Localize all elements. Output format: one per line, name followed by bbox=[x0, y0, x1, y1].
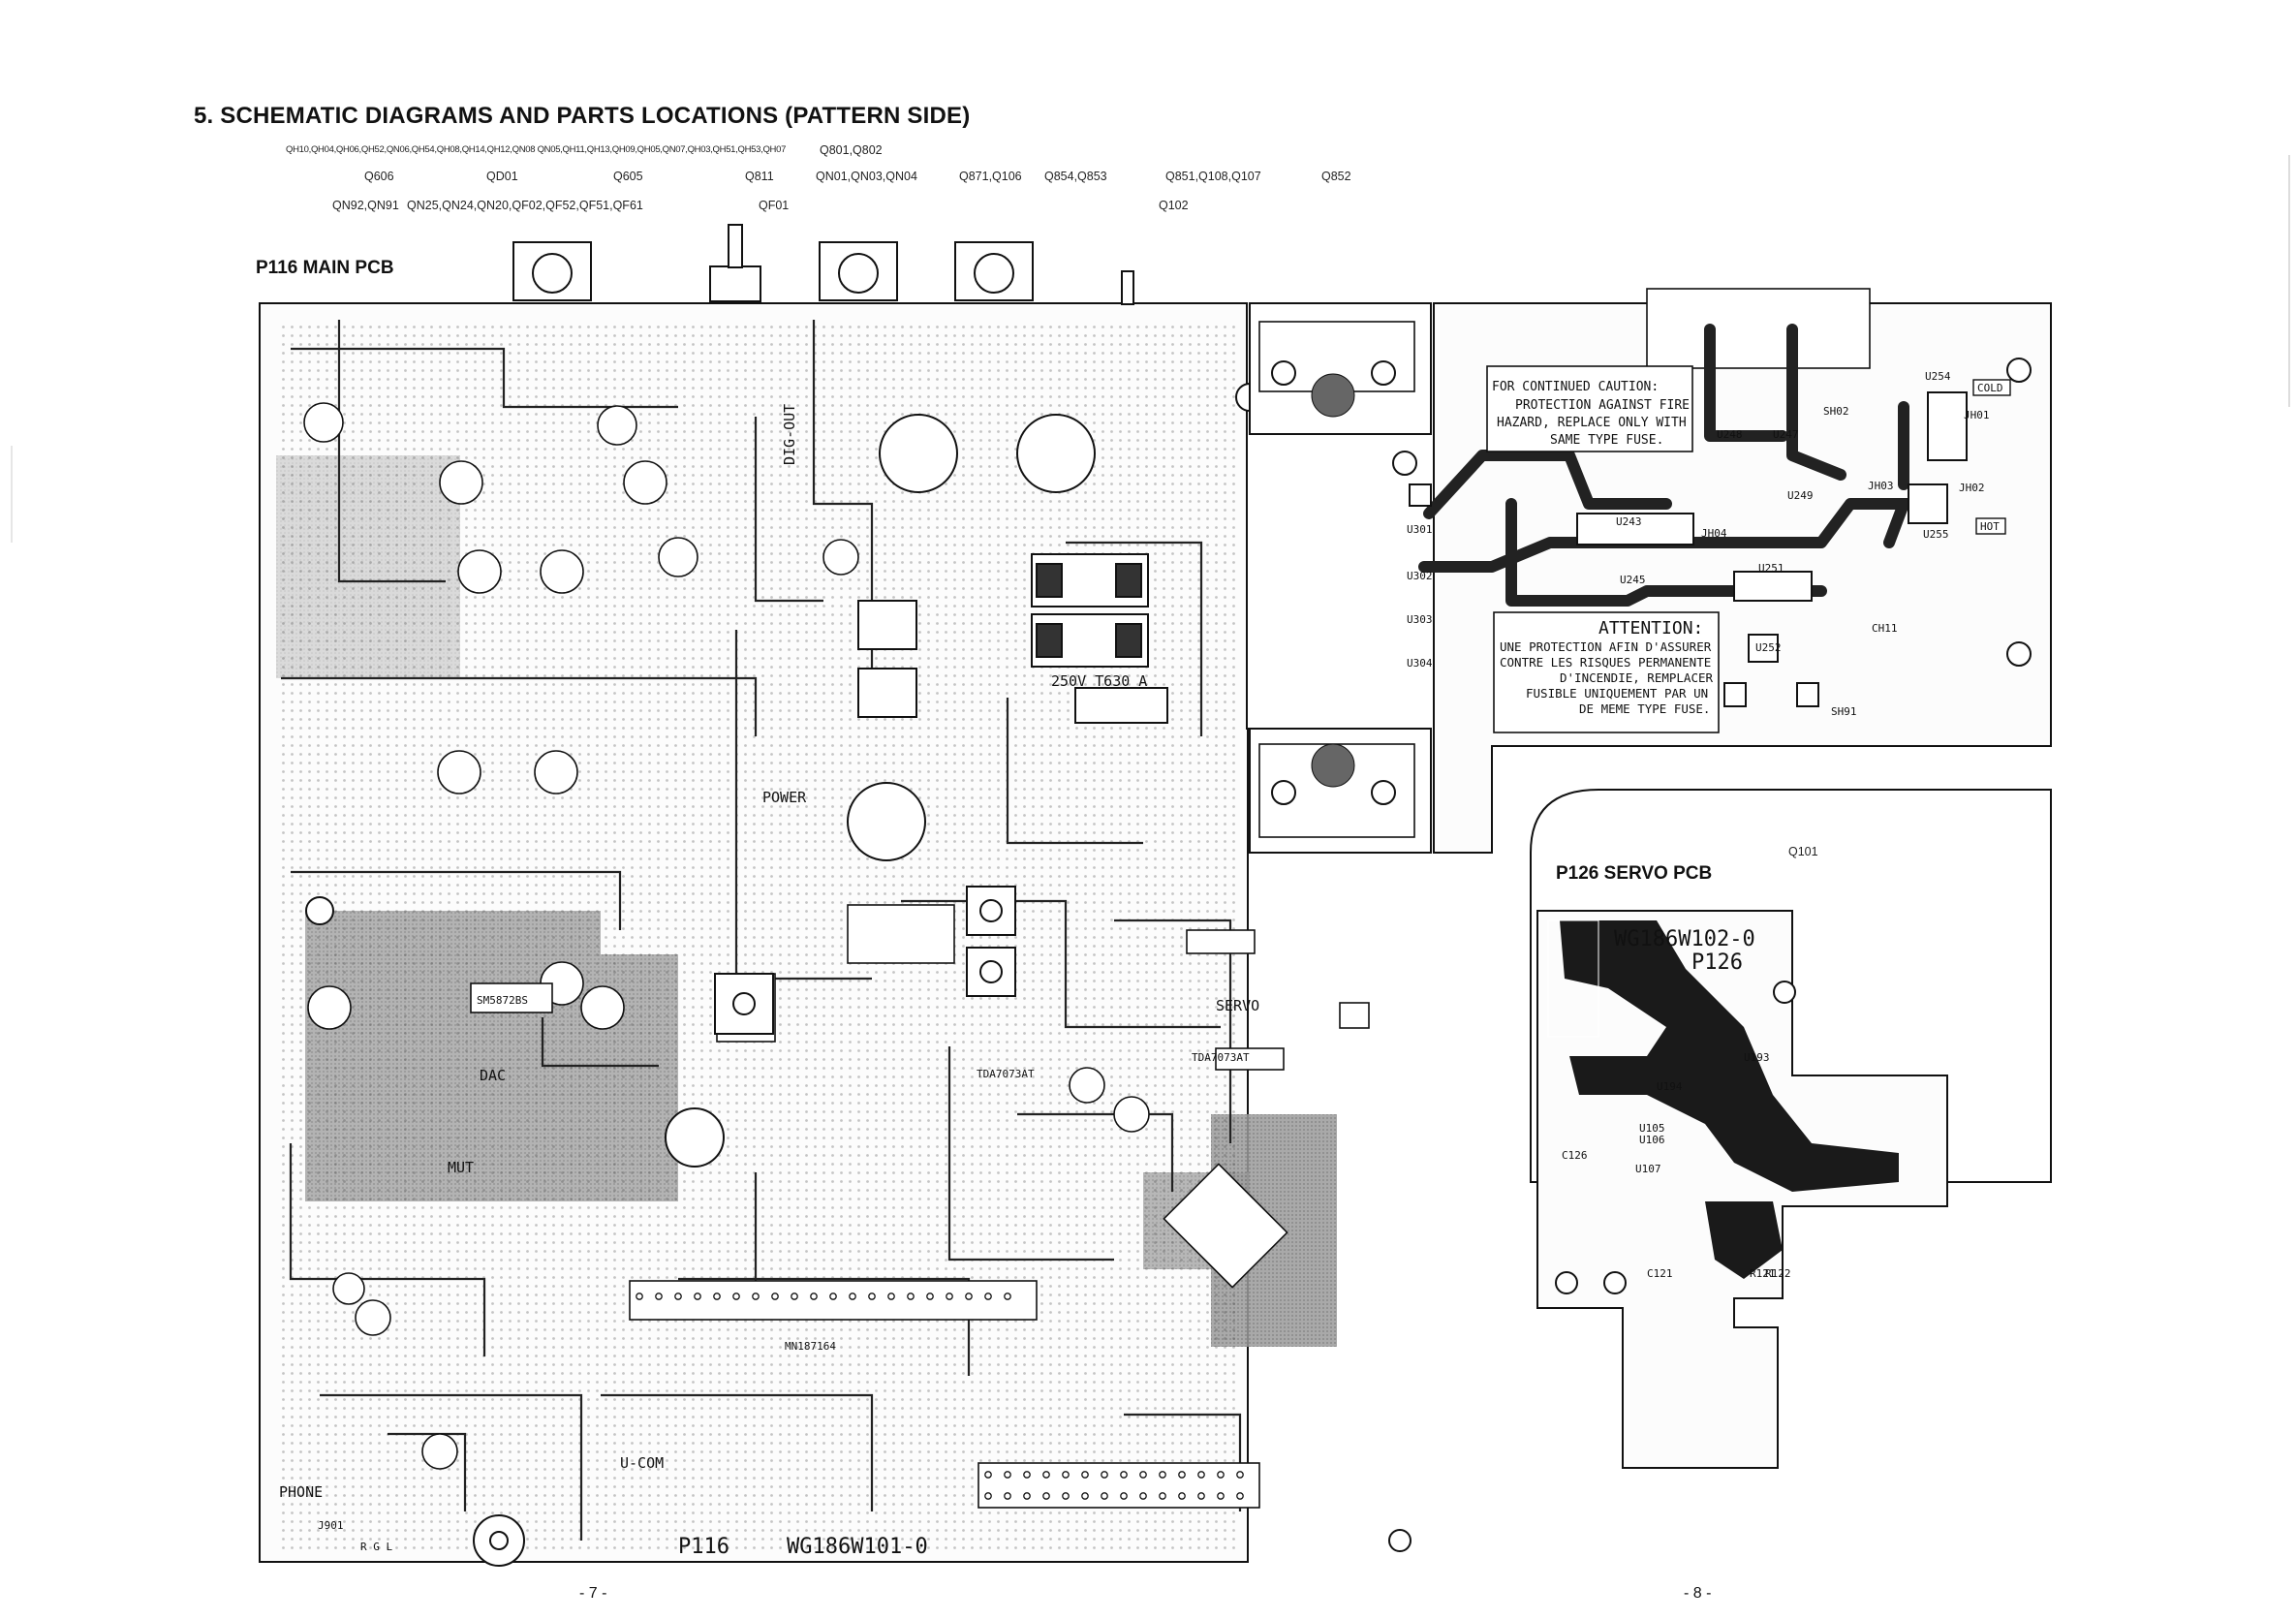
servo-pcb-refs: U194 U193 U105 U106 U107 C126 C121 R121 … bbox=[1562, 1051, 1791, 1280]
svg-text:R122: R122 bbox=[1765, 1267, 1791, 1280]
ic-label: TDA7073AT bbox=[977, 1068, 1035, 1080]
transistor-label: Q102 bbox=[1159, 199, 1189, 212]
svg-text:U248: U248 bbox=[1717, 428, 1743, 441]
main-pcb: P116 WG186W101-0 POWER DIG-OUT DAC MUT U… bbox=[259, 224, 1412, 1567]
svg-text:U255: U255 bbox=[1923, 528, 1949, 541]
svg-text:U247: U247 bbox=[1773, 428, 1799, 441]
rgl-label: R G L bbox=[360, 1541, 392, 1553]
svg-text:U302: U302 bbox=[1407, 570, 1433, 582]
ic-label: TDA7073AT bbox=[1192, 1051, 1250, 1064]
main-pcb-silkscreen: P116 WG186W101-0 POWER DIG-OUT DAC MUT U… bbox=[279, 404, 1259, 1559]
svg-text:U252: U252 bbox=[1755, 641, 1782, 654]
attention-notice bbox=[1493, 611, 1720, 733]
attention-line: DE MEME TYPE FUSE. bbox=[1579, 701, 1710, 716]
ic-label: SM5872BS bbox=[477, 994, 528, 1007]
power-pcb-refs: U254 JH01 JH02 U255 SH02 U248 U247 U249 … bbox=[1407, 370, 1990, 718]
servo-label: SERVO bbox=[1216, 997, 1259, 1014]
transistor-label: QN25,QN24,QN20,QF02,QF52,QF51,QF61 bbox=[407, 199, 643, 212]
ic-label: MN187164 bbox=[785, 1340, 836, 1353]
transistor-list-row1b: Q801,Q802 bbox=[820, 143, 883, 157]
mut-label: MUT bbox=[448, 1159, 474, 1176]
svg-text:JH02: JH02 bbox=[1959, 482, 1985, 494]
svg-text:U107: U107 bbox=[1635, 1163, 1661, 1175]
svg-text:SH91: SH91 bbox=[1831, 705, 1857, 718]
svg-text:U251: U251 bbox=[1758, 562, 1784, 575]
board-label: P116 bbox=[678, 1535, 729, 1559]
caution-line: FOR CONTINUED CAUTION: bbox=[1492, 380, 1659, 394]
fuse-rating: 250V T630 A bbox=[1051, 672, 1147, 690]
transistor-label: Q852 bbox=[1321, 170, 1351, 183]
svg-text:C121: C121 bbox=[1647, 1267, 1673, 1280]
jack-label: J901 bbox=[318, 1519, 344, 1532]
servo-board-code: WG186W102-0 bbox=[1614, 927, 1755, 951]
caution-notice bbox=[1486, 365, 1693, 452]
board-code: WG186W101-0 bbox=[787, 1535, 928, 1559]
attention-line: UNE PROTECTION AFIN D'ASSURER bbox=[1500, 639, 1712, 654]
pcb-traces bbox=[281, 320, 1242, 1541]
svg-text:SH02: SH02 bbox=[1823, 405, 1849, 418]
svg-text:U304: U304 bbox=[1407, 657, 1433, 670]
servo-q-label: Q101 bbox=[1788, 845, 1818, 858]
main-pcb-title: P116 MAIN PCB bbox=[256, 258, 394, 278]
power-pcb: FOR CONTINUED CAUTION: PROTECTION AGAINS… bbox=[1249, 288, 2052, 854]
svg-text:U303: U303 bbox=[1407, 613, 1433, 626]
svg-text:U193: U193 bbox=[1744, 1051, 1770, 1064]
rca-jacks bbox=[512, 224, 1134, 305]
power-label: POWER bbox=[762, 789, 807, 806]
svg-text:JH03: JH03 bbox=[1868, 480, 1894, 492]
svg-text:U245: U245 bbox=[1620, 574, 1646, 586]
page-number-left: - 7 - bbox=[579, 1585, 607, 1602]
transistor-label: Q851,Q108,Q107 bbox=[1165, 170, 1261, 183]
svg-text:JH01: JH01 bbox=[1964, 409, 1990, 421]
phone-label: PHONE bbox=[279, 1483, 323, 1501]
svg-text:U249: U249 bbox=[1787, 489, 1814, 502]
transistor-label: Q605 bbox=[613, 170, 643, 183]
svg-text:CH11: CH11 bbox=[1872, 622, 1898, 635]
svg-text:U243: U243 bbox=[1616, 515, 1642, 528]
hot-tag bbox=[1975, 517, 2006, 535]
svg-text:U301: U301 bbox=[1407, 523, 1433, 536]
caution-line: HAZARD, REPLACE ONLY WITH bbox=[1497, 416, 1687, 430]
svg-text:C126: C126 bbox=[1562, 1149, 1588, 1162]
transistor-label: QF01 bbox=[759, 199, 790, 212]
transistor-list-row1: QH10,QH04,QH06,QH52,QN06,QH54,QH08,QH14,… bbox=[286, 144, 787, 155]
transistor-label: QN01,QN03,QN04 bbox=[816, 170, 917, 183]
servo-pcb-title: P126 SERVO PCB bbox=[1556, 863, 1713, 884]
cold-tag bbox=[1972, 379, 2011, 396]
attention-line: D'INCENDIE, REMPLACER bbox=[1560, 670, 1714, 685]
servo-board-label: P126 bbox=[1691, 950, 1743, 975]
svg-text:U106: U106 bbox=[1639, 1134, 1665, 1146]
servo-pcb: WG186W102-0 P126 U194 U193 U105 U106 U10… bbox=[1530, 789, 2052, 1469]
attention-line: CONTRE LES RISQUES PERMANENTE bbox=[1500, 655, 1711, 670]
cold-label: COLD bbox=[1977, 382, 2003, 394]
section-heading: 5. SCHEMATIC DIAGRAMS AND PARTS LOCATION… bbox=[194, 103, 971, 129]
svg-text:U194: U194 bbox=[1657, 1080, 1683, 1093]
attention-line: ATTENTION: bbox=[1598, 618, 1703, 639]
hot-label: HOT bbox=[1980, 520, 2000, 533]
transistor-label: Q811 bbox=[745, 170, 774, 183]
svg-text:U254: U254 bbox=[1925, 370, 1951, 383]
transistor-label: Q871,Q106 bbox=[959, 170, 1022, 183]
dac-label: DAC bbox=[480, 1067, 506, 1084]
transistor-label: QN92,QN91 bbox=[332, 199, 399, 212]
fuse-holders bbox=[1031, 553, 1168, 724]
dig-out-label: DIG-OUT bbox=[781, 404, 798, 465]
attention-line: FUSIBLE UNIQUEMENT PAR UN bbox=[1526, 686, 1708, 701]
svg-text:R121: R121 bbox=[1750, 1267, 1776, 1280]
transistor-label: QD01 bbox=[486, 170, 518, 183]
transistor-label: Q606 bbox=[364, 170, 394, 183]
svg-text:U105: U105 bbox=[1639, 1122, 1665, 1135]
ucom-label: U-COM bbox=[620, 1454, 664, 1472]
caution-line: SAME TYPE FUSE. bbox=[1550, 433, 1663, 448]
caution-line: PROTECTION AGAINST FIRE bbox=[1515, 398, 1690, 413]
transistor-label: Q854,Q853 bbox=[1044, 170, 1107, 183]
svg-text:JH04: JH04 bbox=[1701, 527, 1727, 540]
large-footprints bbox=[305, 383, 1412, 1567]
page-number-right: - 8 - bbox=[1684, 1585, 1712, 1602]
